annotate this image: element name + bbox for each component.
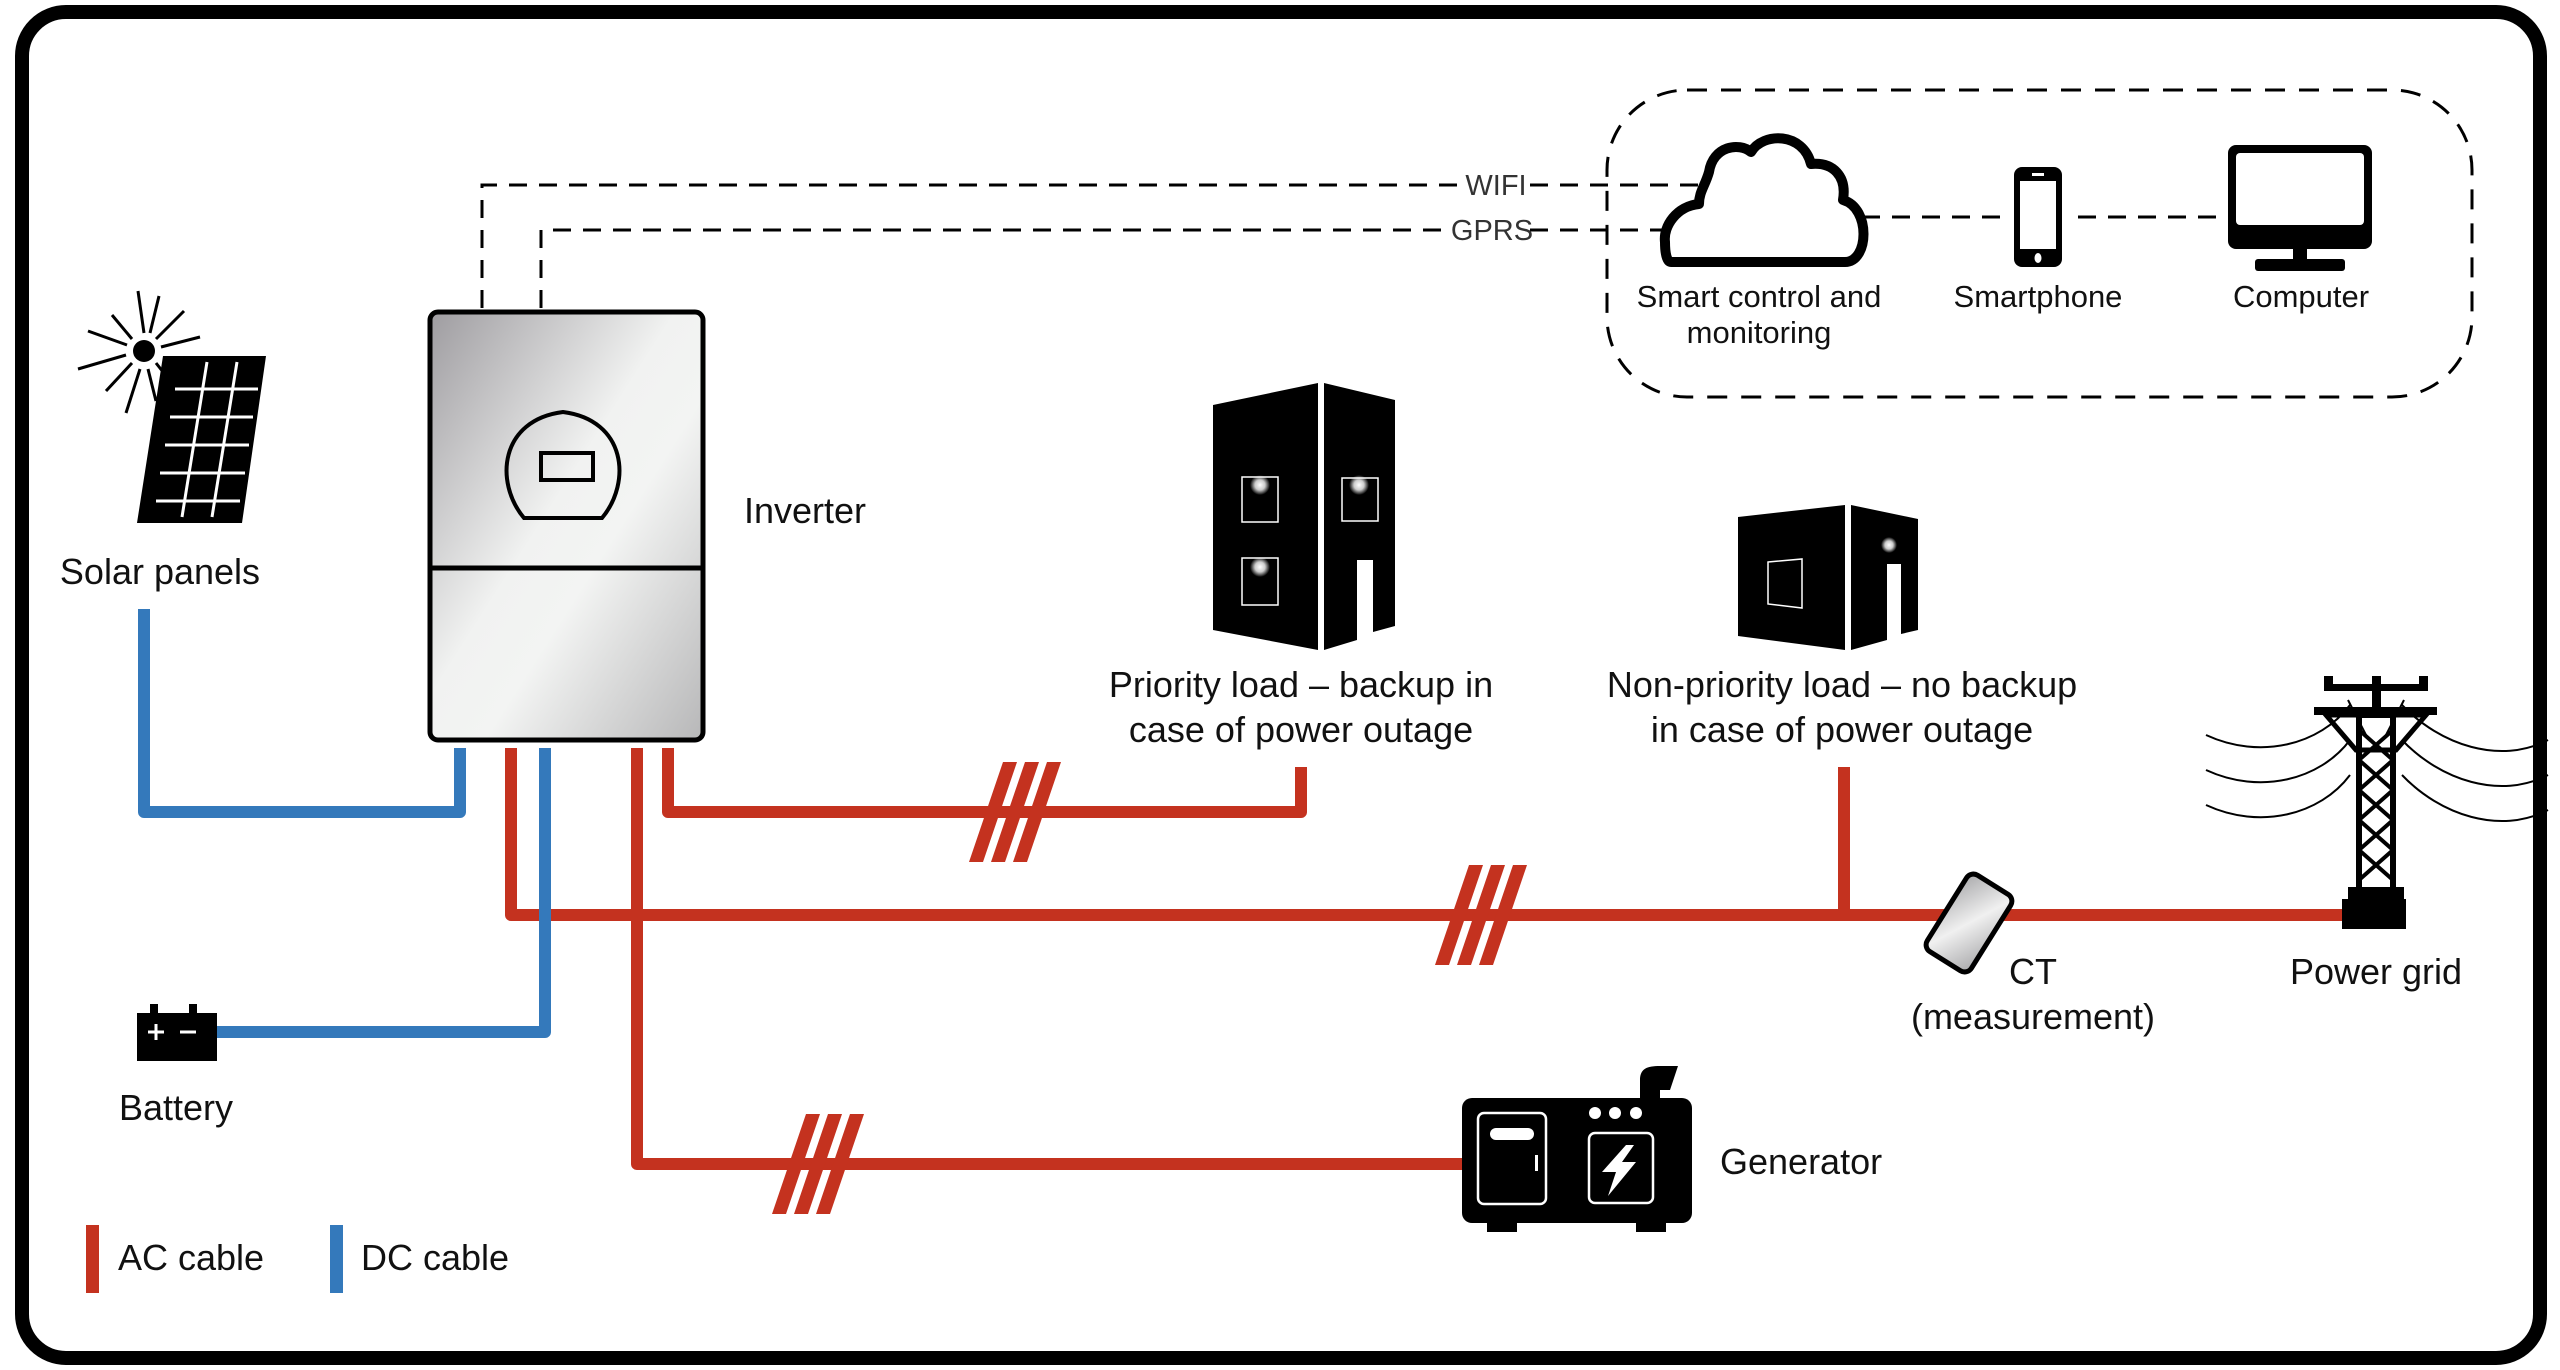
smartphone-label: Smartphone bbox=[1954, 279, 2123, 314]
ac-cables bbox=[505, 748, 2342, 1170]
wifi-label: WIFI bbox=[1465, 170, 1526, 202]
dc-cable-solar bbox=[138, 609, 466, 818]
solar-panel-icon bbox=[137, 356, 266, 523]
computer-icon bbox=[2228, 145, 2372, 271]
power-tower-icon bbox=[2205, 676, 2549, 929]
phase-hatch-grid bbox=[1435, 865, 1527, 965]
generator-label: Generator bbox=[1720, 1141, 1882, 1182]
ac-cable-priority-load bbox=[662, 748, 1307, 818]
cloud-icon bbox=[1659, 133, 1869, 267]
comm-lines bbox=[480, 183, 2220, 308]
legend-dc-label: DC cable bbox=[361, 1237, 509, 1278]
sun-icon bbox=[77, 290, 201, 414]
ac-cable-grid bbox=[505, 748, 2342, 921]
battery-icon bbox=[137, 1004, 217, 1061]
wifi-link-line bbox=[480, 183, 1462, 308]
cloud-label-line1: Smart control and bbox=[1637, 279, 1882, 314]
ac-cable-generator bbox=[631, 748, 1462, 1170]
battery-label: Battery bbox=[119, 1087, 233, 1128]
ct-label-line1: CT bbox=[2009, 951, 2057, 992]
smartphone-icon bbox=[2014, 167, 2062, 267]
generator-icon bbox=[1462, 1066, 1692, 1232]
legend-ac-label: AC cable bbox=[118, 1237, 264, 1278]
current-transformer-icon bbox=[1923, 871, 2015, 975]
priority-load-label-line1: Priority load – backup in bbox=[1109, 664, 1493, 705]
outer-frame bbox=[15, 5, 2547, 1365]
non-priority-load-label-line2: in case of power outage bbox=[1651, 709, 2033, 750]
legend: AC cable DC cable bbox=[86, 1225, 509, 1293]
computer-label: Computer bbox=[2233, 279, 2369, 314]
legend-ac-swatch bbox=[86, 1225, 99, 1293]
inverter-label: Inverter bbox=[744, 490, 866, 531]
priority-load-label-line2: case of power outage bbox=[1129, 709, 1473, 750]
solar-panels-label: Solar panels bbox=[60, 551, 260, 592]
building-icon bbox=[1213, 383, 1395, 650]
ct-label-line2: (measurement) bbox=[1911, 996, 2155, 1037]
phase-hatch-generator bbox=[772, 1114, 864, 1214]
phase-hatch-priority bbox=[969, 762, 1061, 862]
inverter-icon bbox=[427, 309, 706, 743]
power-grid-label: Power grid bbox=[2290, 951, 2462, 992]
monitoring-group-box bbox=[1605, 88, 2474, 399]
house-icon bbox=[1738, 505, 1918, 650]
legend-dc-swatch bbox=[330, 1225, 343, 1293]
dc-cables bbox=[138, 609, 551, 1038]
cloud-label-line2: monitoring bbox=[1687, 315, 1832, 350]
dc-cable-battery bbox=[212, 748, 551, 1038]
non-priority-load-label-line1: Non-priority load – no backup bbox=[1607, 664, 2077, 705]
gprs-link-line bbox=[539, 228, 1448, 308]
gprs-label: GPRS bbox=[1451, 215, 1533, 247]
